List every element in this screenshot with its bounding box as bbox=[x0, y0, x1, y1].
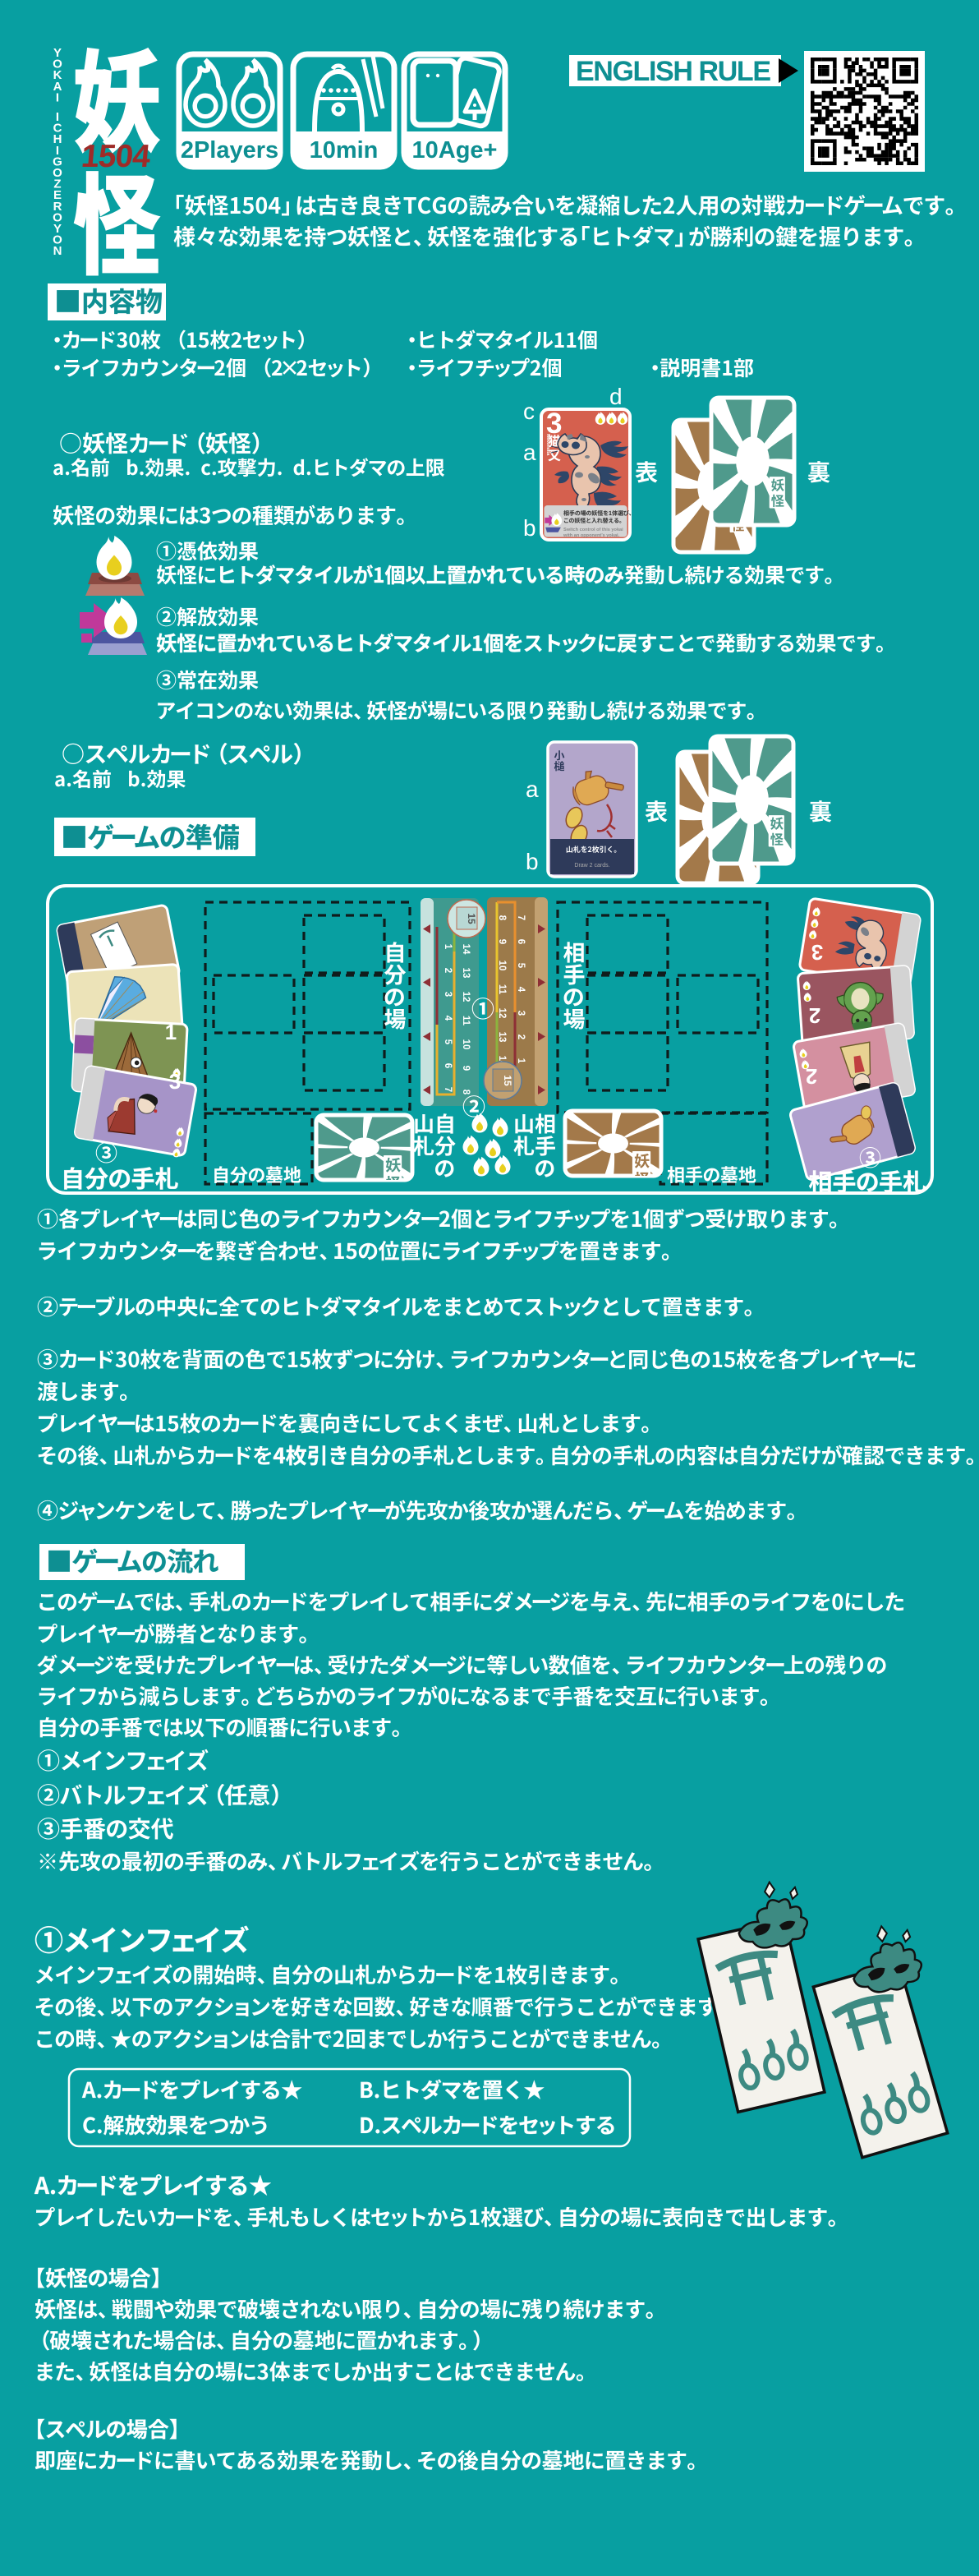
svg-text:1: 1 bbox=[165, 1020, 177, 1044]
svg-text:3: 3 bbox=[443, 992, 453, 997]
svg-text:Y: Y bbox=[53, 222, 62, 236]
svg-text:H: H bbox=[53, 132, 62, 146]
svg-text:2: 2 bbox=[443, 968, 453, 973]
svg-text:13: 13 bbox=[461, 968, 471, 979]
svg-text:1504: 1504 bbox=[80, 139, 152, 174]
svg-text:R: R bbox=[53, 200, 62, 214]
svg-text:6: 6 bbox=[443, 1063, 453, 1068]
svg-text:b: b bbox=[526, 849, 539, 874]
svg-text:Draw 2 cards.: Draw 2 cards. bbox=[574, 863, 609, 869]
svg-text:N: N bbox=[53, 244, 62, 258]
svg-text:15: 15 bbox=[502, 1075, 513, 1086]
svg-text:4: 4 bbox=[443, 1016, 453, 1021]
svg-text:Z: Z bbox=[53, 177, 61, 191]
svg-text:2: 2 bbox=[806, 1064, 817, 1089]
svg-text:1: 1 bbox=[443, 944, 453, 950]
svg-text:5: 5 bbox=[443, 1039, 453, 1045]
svg-text:2: 2 bbox=[516, 1035, 526, 1039]
svg-text:a: a bbox=[526, 776, 539, 802]
svg-text:c: c bbox=[523, 399, 535, 424]
svg-text:Nekomata: Nekomata bbox=[545, 434, 550, 456]
svg-text:12: 12 bbox=[497, 1008, 507, 1019]
svg-text:7: 7 bbox=[443, 1087, 453, 1092]
svg-text:13: 13 bbox=[497, 1032, 507, 1043]
svg-text:I: I bbox=[56, 90, 59, 104]
svg-text:3: 3 bbox=[169, 1069, 181, 1094]
svg-text:6: 6 bbox=[516, 939, 526, 944]
svg-text:3: 3 bbox=[811, 940, 823, 965]
svg-text:5: 5 bbox=[516, 963, 526, 969]
svg-text:ENGLISH RULE: ENGLISH RULE bbox=[576, 56, 771, 87]
svg-text:K: K bbox=[53, 68, 62, 82]
svg-text:9: 9 bbox=[461, 1066, 471, 1071]
svg-text:O: O bbox=[53, 210, 62, 224]
svg-text:10: 10 bbox=[497, 961, 507, 971]
svg-text:C: C bbox=[53, 122, 62, 136]
svg-text:A: A bbox=[53, 80, 62, 94]
svg-text:15: 15 bbox=[466, 913, 477, 924]
svg-text:2Players: 2Players bbox=[181, 137, 278, 164]
svg-text:12: 12 bbox=[461, 992, 471, 1002]
svg-text:14: 14 bbox=[461, 944, 471, 955]
svg-text:O: O bbox=[53, 166, 62, 180]
svg-text:3: 3 bbox=[516, 1011, 526, 1016]
svg-text:11: 11 bbox=[497, 984, 507, 995]
svg-text:a: a bbox=[523, 440, 536, 465]
svg-text:I: I bbox=[56, 144, 59, 158]
svg-text:I: I bbox=[56, 110, 59, 124]
svg-text:Switch control of this yokai: Switch control of this yokai bbox=[563, 528, 623, 532]
svg-text:G: G bbox=[53, 154, 62, 168]
svg-text:with an opponent’s yokai.: with an opponent’s yokai. bbox=[563, 533, 620, 538]
svg-text:11: 11 bbox=[461, 1016, 471, 1026]
svg-text:9: 9 bbox=[497, 939, 507, 944]
svg-text:1: 1 bbox=[516, 1058, 526, 1064]
svg-text:2: 2 bbox=[809, 1003, 820, 1028]
svg-text:10min: 10min bbox=[310, 137, 379, 164]
svg-text:10: 10 bbox=[461, 1039, 471, 1050]
svg-text:7: 7 bbox=[516, 915, 526, 920]
svg-text:E: E bbox=[53, 188, 62, 202]
svg-text:8: 8 bbox=[461, 1090, 471, 1095]
svg-text:Y: Y bbox=[53, 46, 62, 60]
svg-text:O: O bbox=[53, 233, 62, 247]
svg-text:4: 4 bbox=[516, 987, 526, 993]
svg-text:b: b bbox=[523, 515, 536, 541]
svg-text:d: d bbox=[609, 384, 623, 409]
svg-text:O: O bbox=[53, 58, 62, 71]
svg-text:10Age+: 10Age+ bbox=[412, 137, 498, 164]
svg-text:3: 3 bbox=[546, 408, 562, 440]
svg-text:8: 8 bbox=[497, 915, 507, 921]
